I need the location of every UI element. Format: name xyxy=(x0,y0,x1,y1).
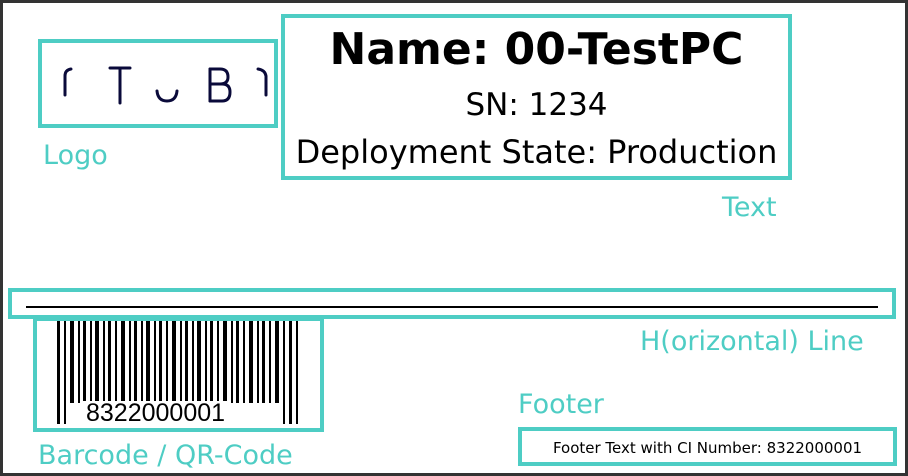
hline-caption: H(orizontal) Line xyxy=(640,326,864,357)
ctub-logo-image xyxy=(63,66,268,105)
text-box[interactable]: Name: 00-TestPC SN: 1234 Deployment Stat… xyxy=(281,14,792,180)
horizontal-line xyxy=(26,306,878,308)
footer-text: Footer Text with CI Number: 8322000001 xyxy=(552,439,863,457)
serial-number-text: SN: 1234 xyxy=(465,87,608,123)
deployment-state-text: Deployment State: Production xyxy=(295,133,778,171)
hline-box[interactable] xyxy=(8,288,896,319)
text-caption: Text xyxy=(722,192,777,223)
barcode-image xyxy=(57,321,298,424)
barcode-number: 8322000001 xyxy=(83,401,229,426)
device-name-text: Name: 00-TestPC xyxy=(329,24,744,75)
logo-box[interactable] xyxy=(38,39,278,128)
barcode-caption: Barcode / QR-Code xyxy=(38,440,293,471)
footer-box[interactable]: Footer Text with CI Number: 8322000001 xyxy=(518,427,897,466)
barcode-box[interactable]: 8322000001 xyxy=(33,317,324,432)
logo-caption: Logo xyxy=(43,140,108,171)
footer-caption: Footer xyxy=(518,389,604,420)
